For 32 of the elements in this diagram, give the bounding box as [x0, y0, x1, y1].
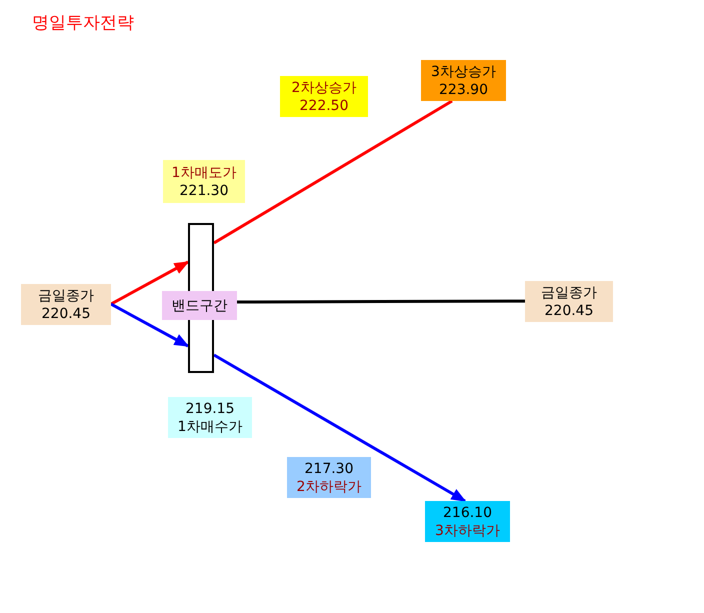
price-text: 2차상승가 [292, 78, 356, 96]
price-box [525, 281, 613, 322]
price-text: 219.15 [186, 400, 234, 418]
price-text: 1차매도가 [172, 164, 236, 182]
price-text: 1차매수가 [178, 418, 242, 436]
price-text: 217.30 [304, 460, 354, 478]
price-text: 223.90 [439, 80, 488, 98]
connector-line [237, 300, 525, 304]
price-text: 금일종가 [541, 284, 597, 302]
arrow [110, 302, 190, 348]
band-label-box [162, 291, 237, 320]
price-box [425, 501, 510, 542]
title: 명일투자전략 [32, 12, 134, 34]
price-text: 221.30 [180, 182, 228, 200]
band-label: 밴드구간 [172, 296, 228, 314]
arrow [110, 260, 190, 306]
price-text: 216.10 [443, 504, 492, 522]
connector-line [213, 100, 453, 244]
price-text: 금일종가 [38, 286, 94, 304]
price-text: 3차하락가 [435, 522, 500, 540]
price-box [21, 284, 111, 325]
price-box [287, 457, 371, 498]
price-box [421, 60, 506, 101]
price-box [280, 76, 368, 117]
price-box [168, 397, 252, 438]
price-text: 220.45 [544, 302, 594, 320]
price-text: 3차상승가 [431, 62, 496, 80]
price-text: 222.50 [300, 96, 348, 114]
arrow [213, 354, 466, 502]
price-box [163, 160, 245, 203]
price-text: 2차하락가 [296, 478, 362, 496]
price-text: 220.45 [42, 304, 90, 322]
